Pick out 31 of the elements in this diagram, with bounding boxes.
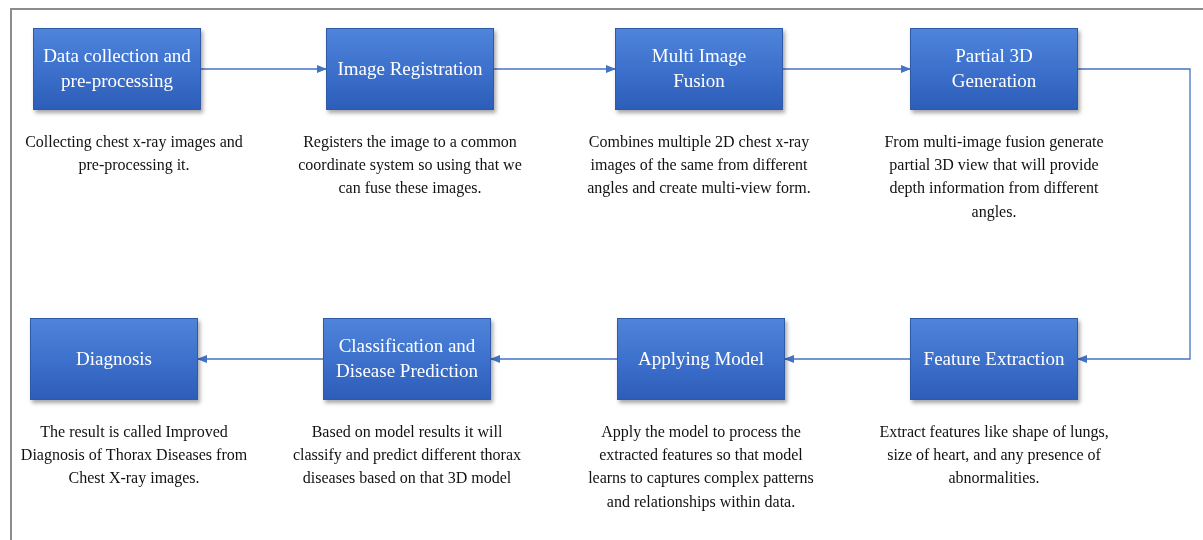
process-box [33,28,201,110]
step-description: Registers the image to a common coordinate system so using that we can fuse these images. [297,132,523,199]
arrow [493,64,617,74]
box-title: Applying Model [637,346,765,371]
arrow [200,64,328,74]
process-box [910,318,1078,400]
process-box [326,28,494,110]
step-description: The result is called Improved Diagnosis of Thorax Diseases from Chest X-ray images. [19,422,249,489]
box-title: Image Registration [337,56,483,81]
arrow [196,354,324,364]
box-title: Feature Extraction [923,346,1065,371]
box-title: Data collection and pre-processing [42,44,192,93]
box-title: Diagnosis [76,346,152,371]
arrow [489,354,618,364]
box-title: Partial 3D Generation [950,44,1038,93]
step-description: From multi-image fusion generate partial 3D view that will provide depth information from different angles. [883,132,1105,223]
arrow [783,354,911,364]
box-title: Classification and Disease Prediction [335,334,479,383]
process-box [910,28,1078,110]
step-description: Based on model results it will classify and predict different thorax diseases based on that 3D model [291,422,523,489]
step-description: Apply the model to process the extracted features so that model learns to captures complex patterns and relationships within data. [587,422,815,513]
step-description: Extract features like shape of lungs, size of heart, and any presence of abnormalities. [878,422,1110,489]
box-title: Multi Image Fusion [650,44,748,93]
step-description: Combines multiple 2D chest x-ray images of the same from different angles and create multi-view form. [586,132,812,199]
process-box [617,318,785,400]
arrow [782,64,912,74]
process-box [323,318,491,400]
process-box [615,28,783,110]
process-box [30,318,198,400]
step-description: Collecting chest x-ray images and pre-processing it. [24,132,244,176]
arrow [1076,68,1191,364]
